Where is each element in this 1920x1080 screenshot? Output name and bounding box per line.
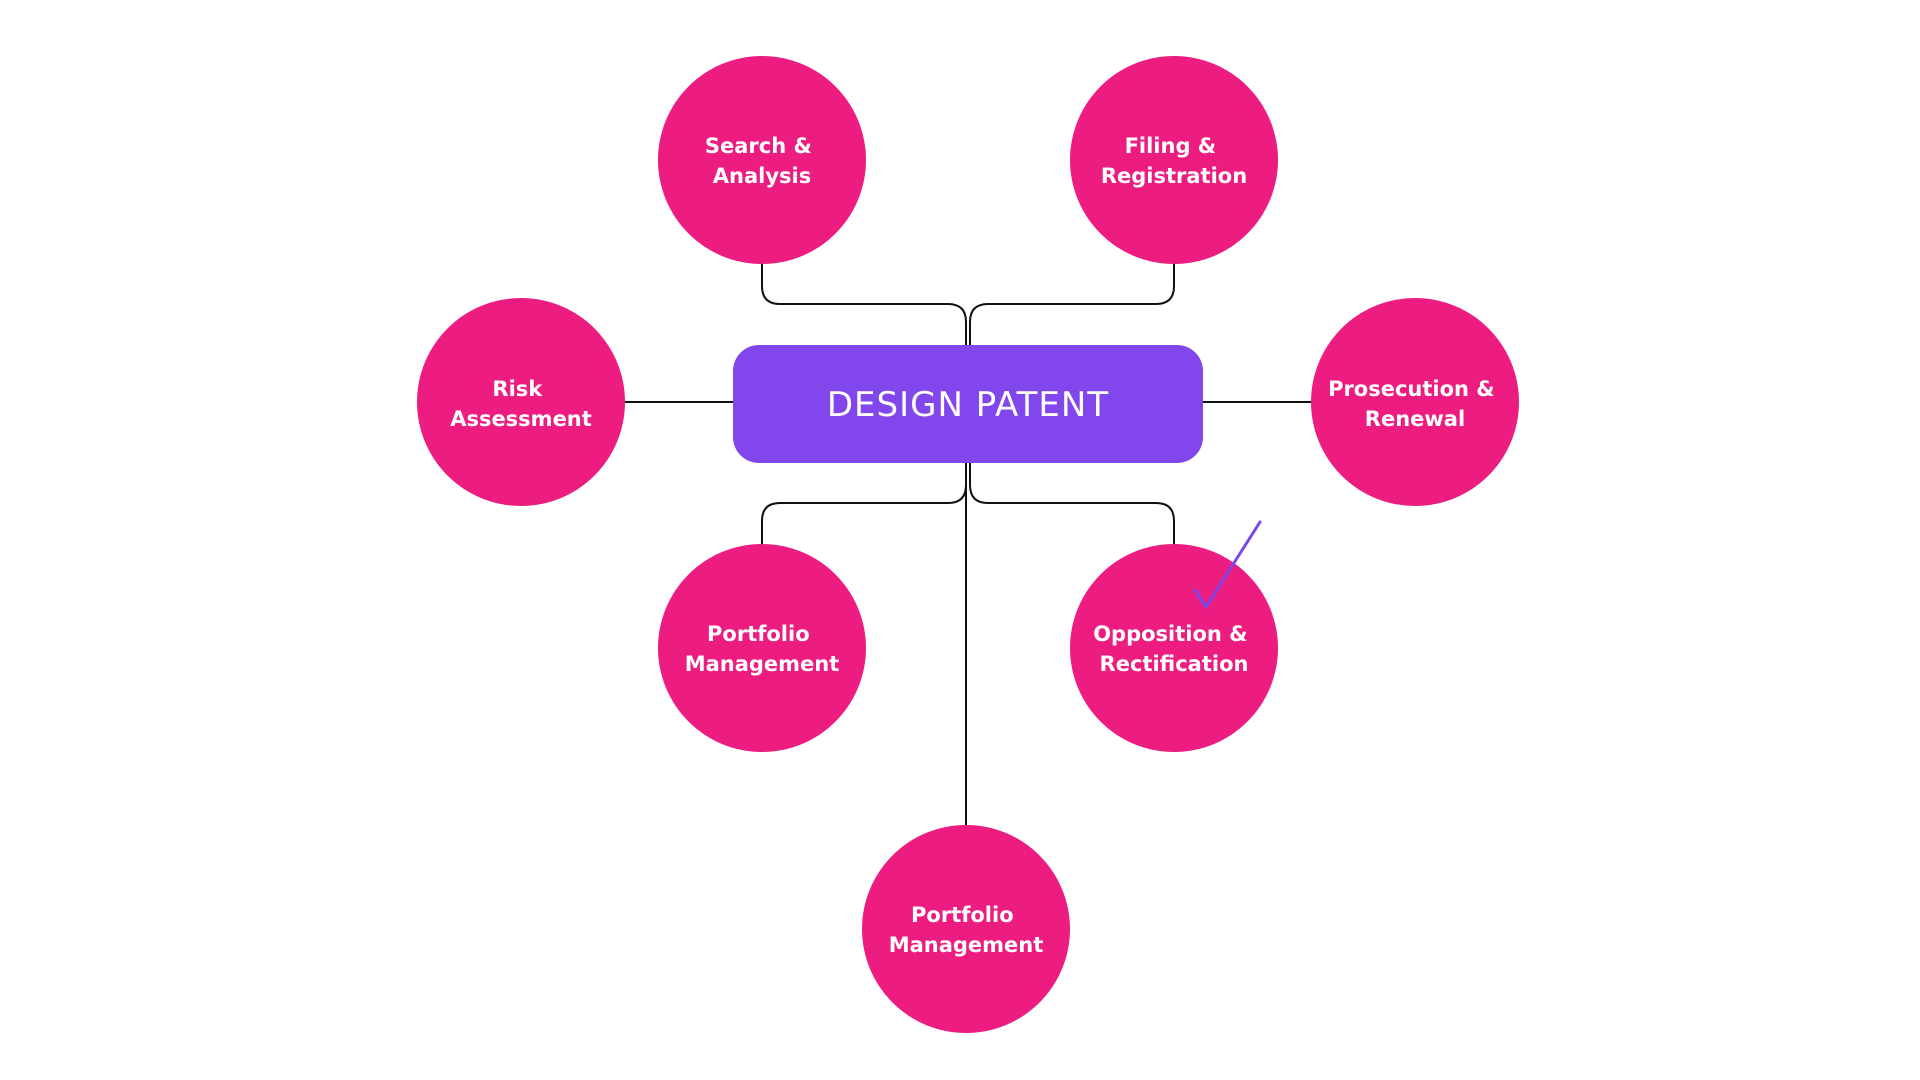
node-circle [658,544,866,752]
node-circle [1311,298,1519,506]
node-circle [1070,544,1278,752]
connector-search-analysis [761,264,967,345]
node-label-line: Filing & [1125,134,1217,158]
connectors [622,264,1311,825]
connector-opposition-rectification [969,463,1175,544]
node-label: Opposition & Rectification [1093,622,1255,676]
node-label-line: Registration [1101,164,1247,188]
node-label-line: Assessment [450,407,592,431]
node-opposition-rectification[interactable]: Opposition & Rectification [1070,544,1278,752]
node-risk-assessment[interactable]: Risk Assessment [417,298,625,506]
center-node[interactable]: DESIGN PATENT [733,345,1203,463]
node-circle [417,298,625,506]
node-filing-registration[interactable]: Filing & Registration [1070,56,1278,264]
connector-portfolio-management-left [761,463,967,544]
node-label: Portfolio Management [889,903,1044,957]
node-label: Portfolio Management [685,622,840,676]
node-label-line: Management [889,933,1044,957]
node-label-line: Portfolio [707,622,810,646]
node-label-line: Prosecution & [1328,377,1495,401]
node-circle [862,825,1070,1033]
node-circle [658,56,866,264]
center-label: DESIGN PATENT [827,385,1109,425]
node-label-line: Portfolio [911,903,1014,927]
node-prosecution-renewal[interactable]: Prosecution & Renewal [1311,298,1519,506]
node-label-line: Risk [492,377,543,401]
node-label: Risk Assessment [450,377,592,431]
node-label: Filing & Registration [1101,134,1247,188]
node-label-line: Management [685,652,840,676]
center-box [733,345,1203,463]
node-label-line: Analysis [713,164,811,188]
node-circle [1070,56,1278,264]
node-search-analysis[interactable]: Search & Analysis [658,56,866,264]
node-label-line: Opposition & [1093,622,1247,646]
node-portfolio-management-left[interactable]: Portfolio Management [658,544,866,752]
node-label-line: Search & [705,134,812,158]
node-label: Search & Analysis [705,134,819,188]
connector-filing-registration [969,264,1175,345]
node-label-line: Renewal [1365,407,1465,431]
node-label-line: Rectification [1100,652,1249,676]
node-portfolio-management-bottom[interactable]: Portfolio Management [862,825,1070,1033]
checkmark-icon [1193,520,1262,609]
node-label: Prosecution & Renewal [1328,377,1502,431]
